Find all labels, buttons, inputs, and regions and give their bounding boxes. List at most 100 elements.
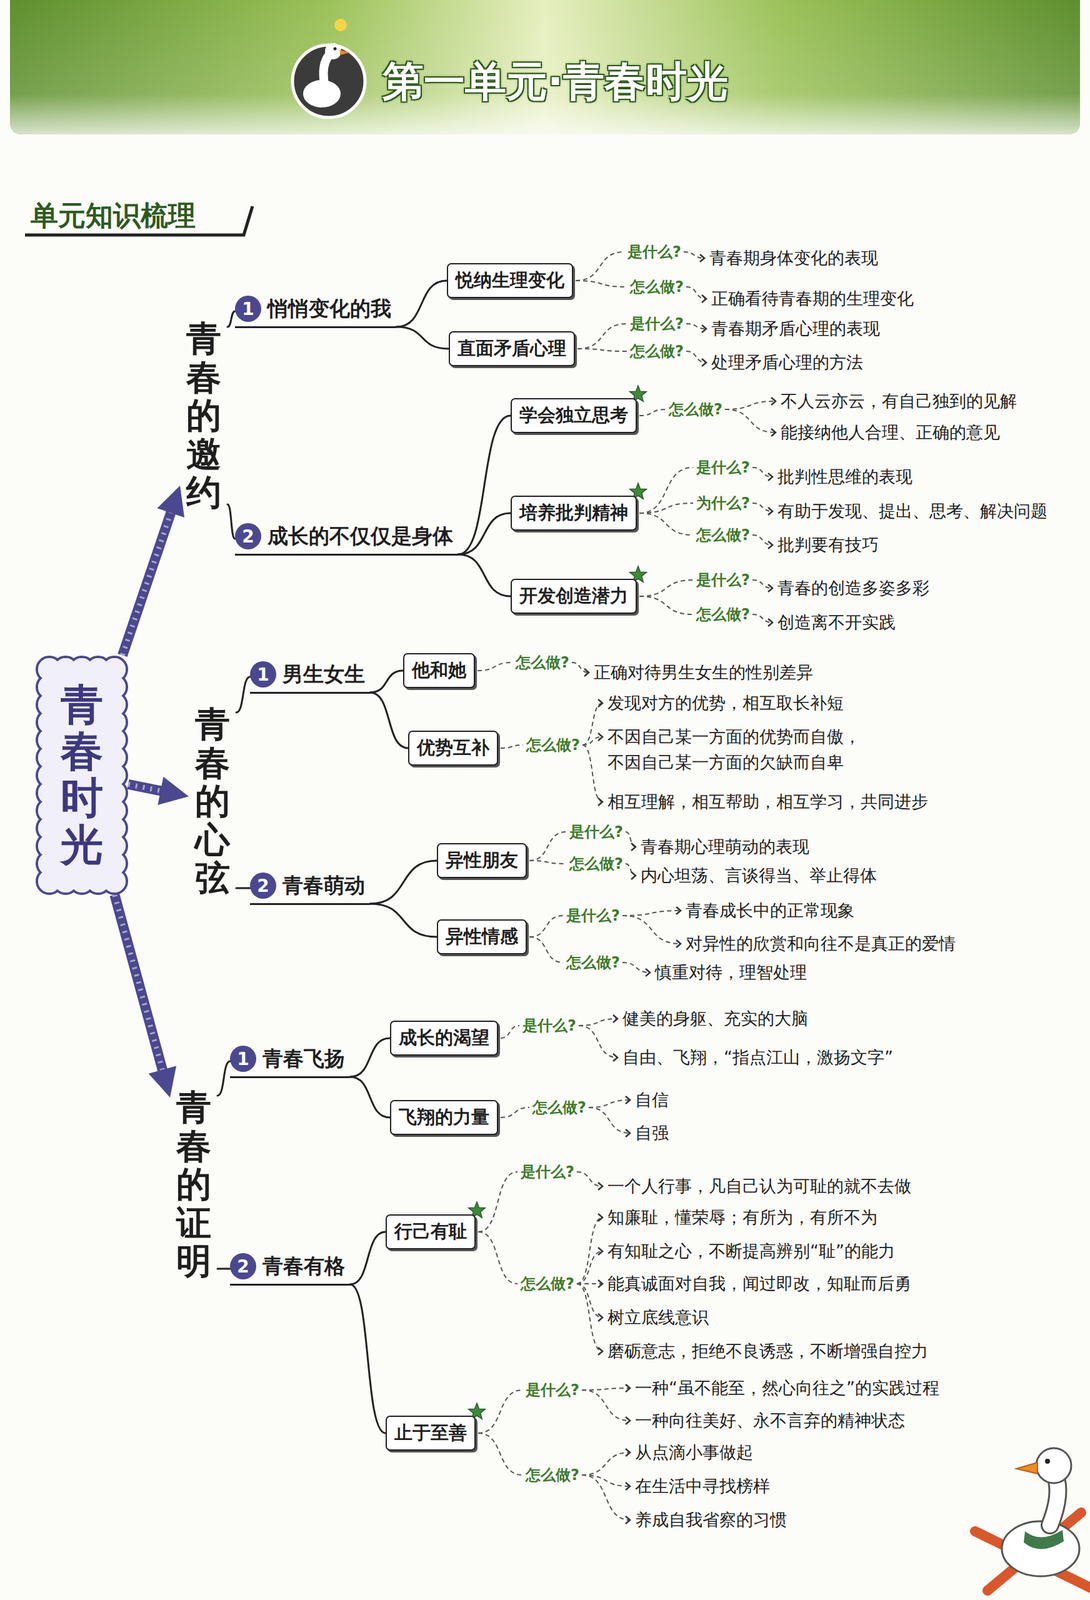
point-text: 慎重对待，理智处理 [655,961,807,984]
leader-line [578,1018,618,1026]
connector [217,1268,230,1270]
branch-line [350,1038,390,1077]
arrow-shaft [122,507,173,656]
leader-line [582,745,603,802]
leader-arrow [771,397,776,405]
connector [236,676,250,713]
leader-line [576,1251,603,1284]
branch-line [227,311,235,327]
leader-line [588,1100,630,1108]
question-label: 是什么? [522,1015,577,1036]
vertical-text: 青春的邀约 [186,319,222,512]
point-text: 发现对方的优势，相互取长补短 [607,691,844,715]
leader-line [622,915,681,944]
question-label: 怎么做? [532,1097,587,1118]
point-text: 自由、飞翔，“指点江山，激扬文字” [622,1046,894,1069]
topic-box: 异性朋友 [436,843,527,879]
arrow-stripes [114,895,164,1076]
topic-box: 优势互补 [408,730,499,766]
leader-arrow [598,699,603,707]
key-stars [468,385,647,1419]
leader-arrow [676,906,681,915]
arrow-shaft [114,895,164,1076]
leader-line [576,1283,603,1318]
leader-line [478,1390,523,1434]
point-text: 养成自我省察的习惯 [635,1508,787,1532]
question-label: 怎么做? [630,276,684,297]
topic-node: 1男生女生 [250,660,370,694]
question-label: 怎么做? [526,735,580,755]
topic-box: 直面矛盾心理 [448,331,575,367]
connector [350,1284,386,1434]
connector [350,1076,390,1118]
point-text: 青春成长中的正常现象 [685,899,855,922]
leader-line [529,915,564,937]
leader-arrow [625,1384,630,1392]
connector [350,1231,386,1285]
question-label: 为什么? [696,493,750,514]
leader-line [725,409,776,433]
topic-text: 男生女生 [282,660,365,689]
box-text: 异性朋友 [445,849,519,871]
header-band [10,0,1080,135]
point-text: 树立底线意识 [607,1306,709,1329]
leader-line [576,1171,603,1187]
leader-line [575,280,627,287]
arrow-shaft [128,784,167,792]
leader-arrow [584,668,589,677]
connector [370,860,437,904]
connector [350,1038,390,1077]
leader-arrow [645,968,650,977]
leader-line [575,251,625,281]
leader-lines [477,251,776,1524]
leader-line [639,467,694,514]
point-text: 不因自己某一方面的优势而自傲， [607,725,861,749]
point-text: 有助于发现、提出、思考、解决问题 [777,500,1048,523]
point-text: 一种“虽不能至，然心向往之”的实践过程 [635,1376,940,1400]
leader-line [577,348,627,352]
leader-line [725,401,776,410]
leader-arrow [625,1096,630,1104]
topic-box: 培养批判精神 [510,495,637,531]
question-label: 是什么? [630,313,684,334]
topic-box: 学会独立思考 [510,398,637,434]
vertical-text: 青春的证明 [176,1088,212,1281]
vertical-text: 青春时光 [60,681,104,869]
arrowhead [156,485,185,518]
connector [370,903,437,937]
callout-number: 2 [250,872,277,899]
box-text: 悦纳生理变化 [455,269,565,291]
question-label: 怎么做? [566,952,620,973]
leader-arrow [676,940,681,948]
point-text: 批判要有技巧 [777,533,879,557]
goose-icon [292,18,365,118]
point-text: 自强 [635,1121,669,1145]
leader-line [581,1475,630,1520]
point-text: 青春期矛盾心理的表现 [711,317,880,340]
arrow-stripes [122,507,173,656]
connector [227,311,235,327]
leader-arrow [598,1247,603,1255]
leader-line [477,662,513,671]
branch-title: 青春的邀约 [180,314,228,517]
point-text: 青春期身体变化的表现 [709,246,879,270]
branch-line [458,513,511,555]
arrowhead [148,1066,177,1098]
connector [458,415,511,555]
question-label: 怎么做? [696,525,750,545]
point-text: 在生活中寻找榜样 [635,1475,770,1498]
branch-line [227,504,235,539]
question-label: 怎么做? [696,604,750,625]
branch-line [350,1076,390,1118]
point-text: 一种向往美好、永不言弃的精神状态 [635,1409,905,1432]
question-label: 是什么? [696,457,750,478]
topic-box: 开发创造潜力 [510,578,637,614]
connector [128,776,189,805]
point-text: 自信 [635,1088,669,1112]
leader-line [529,831,567,861]
leader-arrow [701,295,707,303]
branch-line [217,1268,230,1270]
topic-text: 青春飞扬 [262,1045,345,1074]
leader-arrow [625,1448,630,1457]
point-text: 有知耻之心，不断提高辨别“耻”的能力 [607,1240,895,1263]
